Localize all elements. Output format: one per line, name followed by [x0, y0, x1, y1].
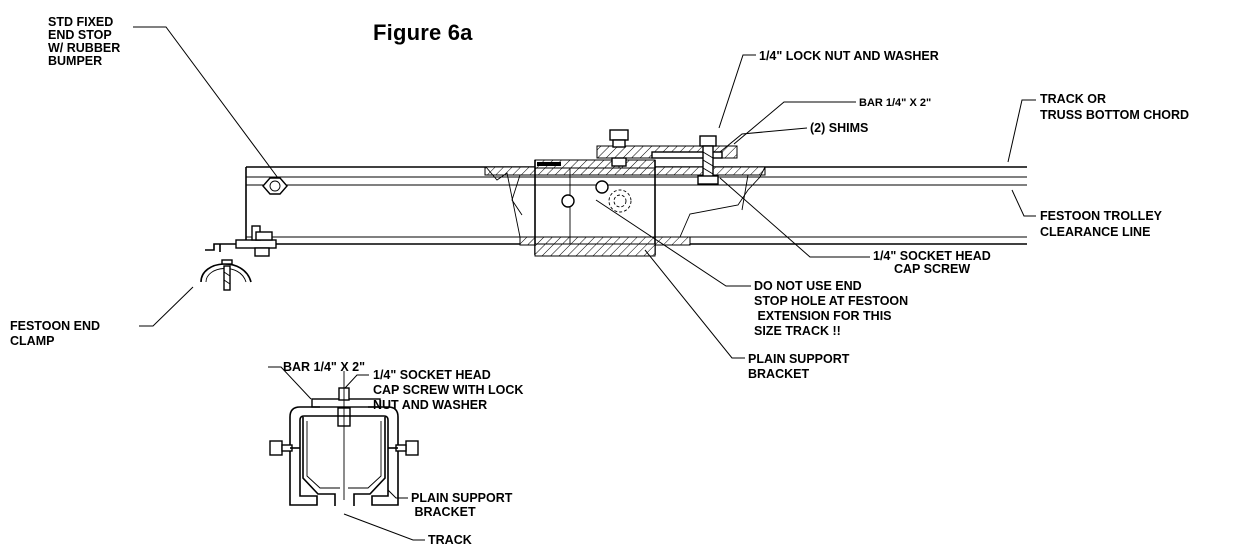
label-line: SIZE TRACK !!: [754, 324, 841, 338]
label-end-stop-hole: DO NOT USE END STOP HOLE AT FESTOON EXTE…: [754, 279, 908, 338]
label-line: BRACKET: [411, 505, 476, 519]
label-lock-nut: 1/4" LOCK NUT AND WASHER: [759, 49, 939, 63]
label-line: CAP SCREW: [894, 262, 970, 276]
label-end-clamp: FESTOON END CLAMP: [10, 319, 100, 348]
label-line: STD FIXED: [48, 15, 113, 29]
label-line: BUMPER: [48, 54, 102, 68]
track-section-view: [269, 371, 419, 506]
label-line: CLAMP: [10, 334, 54, 348]
label-line: FESTOON TROLLEY: [1040, 209, 1163, 223]
leader-lines: [133, 26, 1036, 541]
label-end-stop: STD FIXED END STOP W/ RUBBER BUMPER: [48, 15, 120, 68]
label-line: W/ RUBBER: [48, 41, 120, 55]
end-stop-elevation: [262, 177, 288, 195]
label-line: BRACKET: [748, 367, 809, 381]
top-bar-elevation: [596, 129, 738, 185]
label-bar-section: BAR 1/4" X 2": [283, 360, 365, 374]
label-line: DO NOT USE END: [754, 279, 862, 293]
label-socket-head-section: 1/4" SOCKET HEAD CAP SCREW WITH LOCK NUT…: [373, 368, 523, 412]
label-line: CAP SCREW WITH LOCK: [373, 383, 523, 397]
label-line: CLEARANCE LINE: [1040, 225, 1150, 239]
track-elevation: [245, 166, 1027, 246]
end-clamp-elevation: [200, 225, 277, 291]
label-track-section: TRACK: [428, 533, 472, 547]
label-line: 1/4" SOCKET HEAD: [373, 368, 491, 382]
label-line: PLAIN SUPPORT: [748, 352, 850, 366]
label-bar-top: BAR 1/4" X 2": [859, 97, 931, 109]
support-bracket-elevation: [534, 159, 656, 257]
label-socket-head: 1/4" SOCKET HEAD CAP SCREW: [873, 249, 991, 276]
label-line: TRUSS BOTTOM CHORD: [1040, 108, 1189, 122]
label-plain-support-section: PLAIN SUPPORT BRACKET: [411, 491, 513, 519]
figure-title: Figure 6a: [373, 20, 473, 45]
label-line: STOP HOLE AT FESTOON: [754, 294, 908, 308]
label-line: NUT AND WASHER: [373, 398, 487, 412]
label-track-or-truss: TRACK OR TRUSS BOTTOM CHORD: [1040, 92, 1189, 122]
label-plain-support-side: PLAIN SUPPORT BRACKET: [748, 352, 850, 381]
label-line: TRACK OR: [1040, 92, 1106, 106]
label-line: FESTOON END: [10, 319, 100, 333]
label-line: PLAIN SUPPORT: [411, 491, 513, 505]
label-trolley-clearance: FESTOON TROLLEY CLEARANCE LINE: [1040, 209, 1163, 239]
label-shims: (2) SHIMS: [810, 121, 868, 135]
label-line: END STOP: [48, 28, 112, 42]
label-line: EXTENSION FOR THIS: [754, 309, 892, 323]
label-line: 1/4" SOCKET HEAD: [873, 249, 991, 263]
